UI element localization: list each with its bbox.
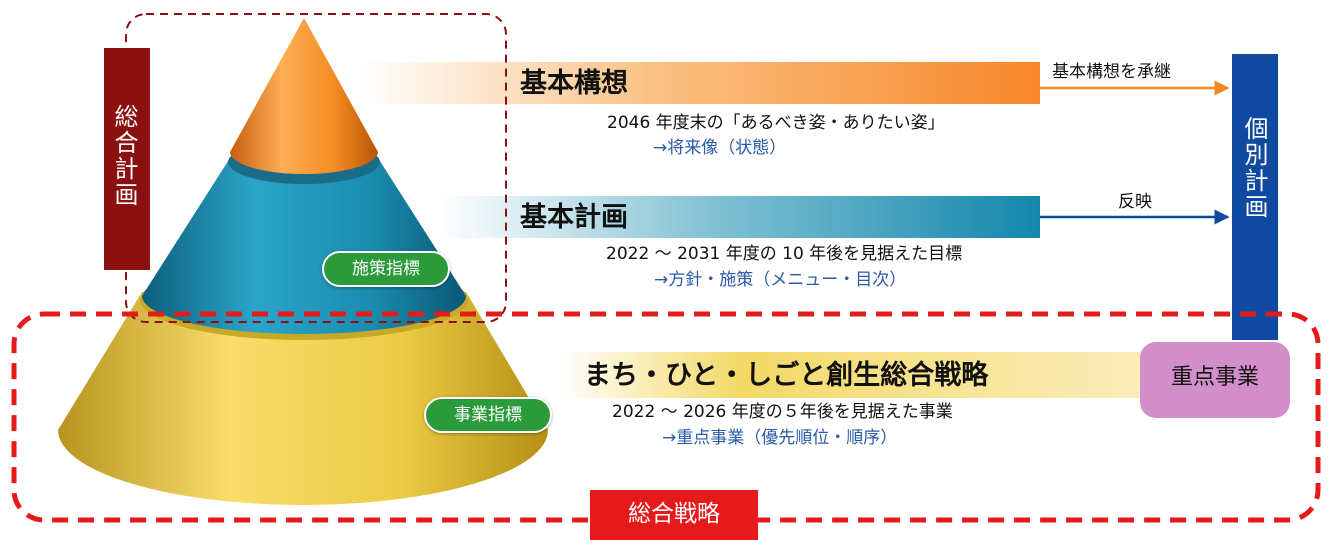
cone-yellow-tier: [58, 292, 548, 505]
individual-plan-box: [1232, 54, 1278, 340]
cone-orange-tier: [230, 18, 378, 174]
comprehensive-plan-box: [104, 48, 150, 270]
individual-plan-label: 個別計画: [1240, 116, 1268, 220]
project-indicator-pill: 事業指標: [424, 397, 552, 433]
priority-projects-label: 重点事業: [1170, 365, 1259, 390]
vision-desc: 2046 年度末の「あるべき姿・ありたい姿」: [607, 113, 945, 133]
policy-indicator-pill: 施策指標: [322, 251, 450, 287]
basic-plan-desc: 2022 ～ 2031 年度の 10 年後を見据えた目標: [606, 244, 963, 264]
strategy-sub: →重点事業（優先順位・順序）: [662, 428, 898, 448]
strategy-desc: 2022 ～ 2026 年度の５年後を見据えた事業: [612, 402, 953, 422]
vision-title: 基本構想: [520, 68, 628, 99]
cone-teal-tier: [142, 158, 466, 334]
basic-plan-title: 基本計画: [520, 202, 628, 233]
priority-projects-box: [1140, 342, 1290, 418]
strategy-label-box: [590, 490, 758, 540]
vision-bar: [360, 62, 1040, 104]
comprehensive-plan-label: 総合計画: [110, 104, 138, 208]
reflect-arrow-label: 反映: [1118, 192, 1152, 212]
strategy-label: 総合戦略: [628, 501, 720, 527]
strategy-title: まち・ひと・しごと創生総合戦略: [584, 360, 989, 391]
vision-sub: →将来像（状態）: [653, 138, 787, 158]
basic-plan-sub: →方針・施策（メニュー・目次）: [654, 270, 907, 290]
strategy-bar: [560, 352, 1160, 398]
basic-plan-bar: [440, 196, 1040, 238]
inherit-arrow-label: 基本構想を承継: [1052, 62, 1171, 82]
comprehensive-plan-dashed-frame: [125, 13, 507, 323]
